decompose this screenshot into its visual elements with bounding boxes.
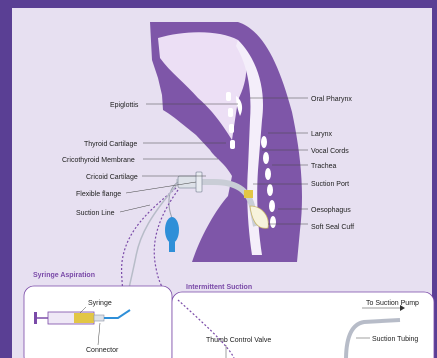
flexible-flange-shape (196, 172, 202, 192)
syringe-panel-title: Syringe Aspiration (33, 272, 95, 279)
suction-port-shape (244, 190, 253, 198)
label-epiglottis: Epiglottis (110, 102, 139, 109)
label-vocal-cords: Vocal Cords (311, 148, 349, 155)
label-thumb-control-valve: Thumb Control Valve (206, 337, 271, 344)
label-syringe: Syringe (88, 300, 112, 307)
label-connector: Connector (86, 347, 119, 354)
label-trachea: Trachea (311, 163, 337, 170)
label-oesophagus: Oesophagus (311, 207, 351, 214)
label-flexible-flange: Flexible flange (76, 191, 121, 198)
label-thyroid-cartilage: Thyroid Cartilage (84, 141, 137, 148)
label-soft-seal-cuff: Soft Seal Cuff (311, 224, 354, 231)
suction-panel-title: Intermittent Suction (186, 284, 252, 291)
label-cricothyroid-membrane: Cricothyroid Membrane (62, 157, 135, 164)
label-cricoid-cartilage: Cricoid Cartilage (86, 174, 138, 181)
pilot-balloon (165, 217, 179, 243)
label-suction-line: Suction Line (76, 210, 115, 217)
label-to-suction-pump: To Suction Pump (366, 300, 419, 307)
pilot-valve (169, 242, 175, 252)
label-suction-tubing: Suction Tubing (372, 336, 418, 343)
label-oral-pharynx: Oral Pharynx (311, 96, 352, 103)
label-suction-port: Suction Port (311, 181, 349, 188)
label-larynx: Larynx (311, 131, 333, 138)
